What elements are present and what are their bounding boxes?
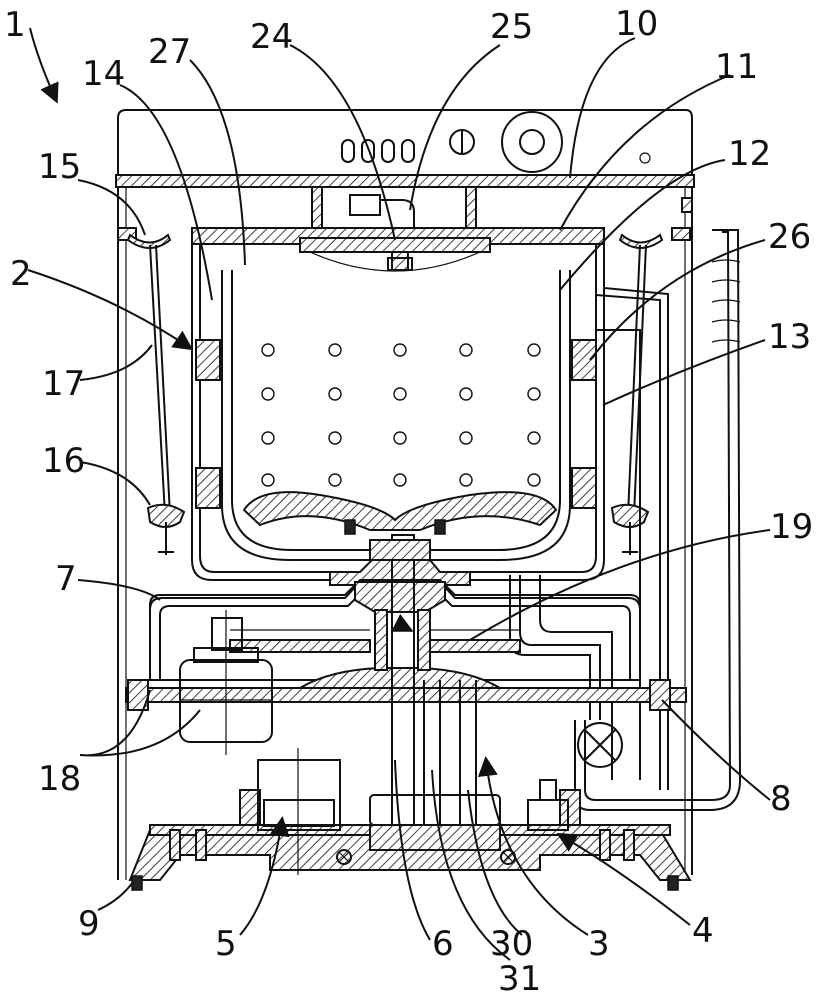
label-13: 13 [768,317,811,357]
drain-hose [509,229,742,811]
motor [179,610,273,755]
label-31: 31 [498,959,541,999]
label-25: 25 [490,7,533,47]
cabinet [115,109,695,880]
drum-holes [261,343,541,487]
label-4: 4 [692,911,714,951]
support-frame [149,579,641,681]
knob-small-icon [449,129,475,155]
label-5: 5 [215,924,237,964]
label-17: 17 [42,364,85,404]
label-11: 11 [715,47,758,87]
label-3: 3 [588,924,610,964]
label-8: 8 [770,779,792,819]
leader-lines [27,27,771,961]
label-30: 30 [490,924,533,964]
label-14: 14 [82,54,125,94]
label-2: 2 [10,254,32,294]
base [128,748,692,891]
labels: 1 2 3 4 5 6 7 8 9 10 11 12 13 14 15 16 1… [4,4,813,999]
spring-assemblies [195,339,597,509]
label-15: 15 [38,147,81,187]
label-1: 1 [4,5,26,45]
knob-large-icon [501,111,563,173]
label-27: 27 [148,32,191,72]
label-12: 12 [728,134,771,174]
valve-icon [577,722,623,768]
label-18: 18 [38,759,81,799]
label-7: 7 [55,559,77,599]
label-19: 19 [770,507,813,547]
label-26: 26 [768,217,811,257]
lower-deck [125,667,687,711]
label-6: 6 [432,924,454,964]
label-24: 24 [250,17,293,57]
label-10: 10 [615,4,658,44]
inner-drum [195,270,597,561]
pulley-plate [229,629,521,653]
label-16: 16 [42,441,85,481]
label-9: 9 [78,904,100,944]
outer-tub [191,227,605,586]
control-panel [341,111,651,173]
